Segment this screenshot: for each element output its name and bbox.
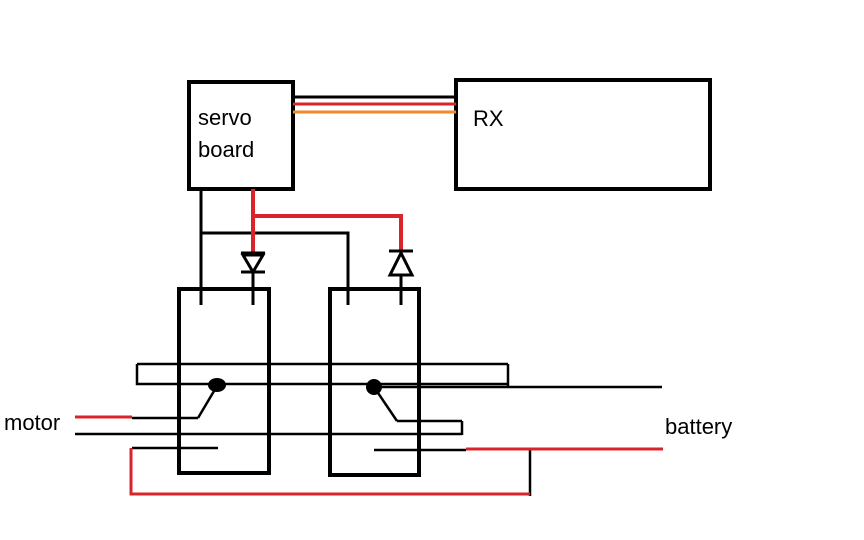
- relay-right-box: [328, 287, 421, 477]
- diode-right: [387, 249, 415, 305]
- power-wires: [75, 415, 663, 496]
- battery-label: battery: [665, 414, 733, 439]
- ground-wires: [199, 189, 350, 305]
- rx-label: RX: [473, 106, 504, 131]
- diode-left: [240, 251, 266, 305]
- servo-board-box: [187, 80, 295, 191]
- relay-left-pivot: [208, 378, 226, 392]
- relay-right-pivot: [366, 379, 382, 395]
- relay-wiring: [75, 362, 662, 496]
- servo-rx-cable: [293, 95, 456, 114]
- motor-label: motor: [4, 410, 61, 435]
- relay-left-box: [177, 287, 271, 475]
- signal-wires: [251, 189, 403, 253]
- rx-box: [454, 78, 712, 191]
- servo-board-label: servo board: [198, 105, 255, 162]
